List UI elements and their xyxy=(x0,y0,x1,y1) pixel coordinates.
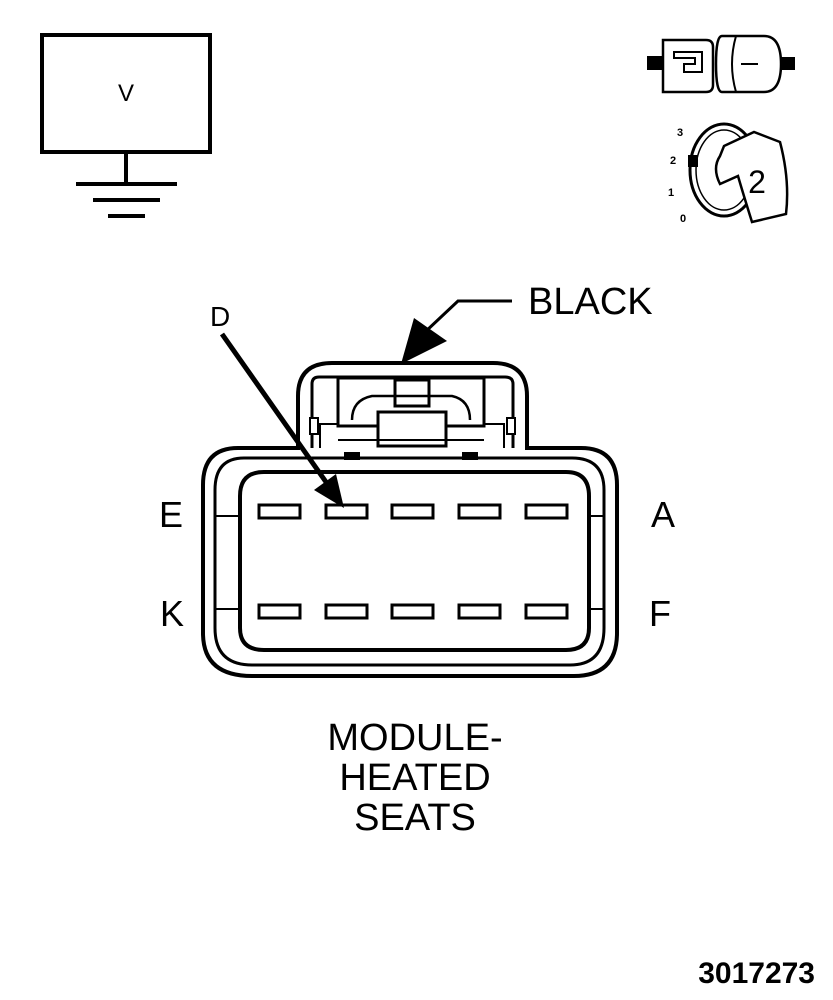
connector-latch xyxy=(309,375,516,460)
pin-cavities-top-row xyxy=(257,503,569,520)
pin-label-a: A xyxy=(651,494,675,535)
pin-cavity xyxy=(457,503,502,520)
component-name: MODULE- HEATED SEATS xyxy=(327,717,502,839)
pin-label-k: K xyxy=(160,593,184,634)
ignition-key-label: 2 xyxy=(748,164,766,200)
pin-cavities-bottom-row xyxy=(257,603,569,620)
ignition-position-0: 0 xyxy=(680,213,686,225)
pin-cavity xyxy=(257,603,302,620)
connector-color-label: BLACK xyxy=(528,281,653,323)
ground-icon xyxy=(76,182,177,218)
pin-cavity xyxy=(324,503,369,520)
ignition-position-1: 1 xyxy=(668,187,674,199)
voltmeter-icon: V xyxy=(40,33,212,218)
pin-d-callout-arrow xyxy=(219,332,344,508)
pin-label-f: F xyxy=(649,593,671,634)
pin-cavity xyxy=(524,603,569,620)
figure-number: 3017273 xyxy=(698,957,815,990)
component-name-line-1: MODULE- xyxy=(327,717,502,759)
pin-label-e: E xyxy=(159,494,183,535)
voltmeter-label: V xyxy=(118,80,134,107)
pin-cavity xyxy=(257,503,302,520)
pin-cavity xyxy=(524,503,569,520)
pin-cavity xyxy=(324,603,369,620)
color-callout-arrow xyxy=(401,299,512,364)
pin-cavity xyxy=(390,503,435,520)
pin-cavity xyxy=(457,603,502,620)
component-name-line-3: SEATS xyxy=(354,797,476,839)
ignition-key-icon: 3 2 1 0 2 xyxy=(668,122,789,225)
pin-d-label: D xyxy=(210,301,230,332)
connector-disconnect-icon xyxy=(647,34,795,94)
ignition-position-3: 3 xyxy=(677,127,683,139)
ignition-position-2: 2 xyxy=(670,155,676,167)
pin-cavity xyxy=(390,603,435,620)
component-name-line-2: HEATED xyxy=(339,757,490,799)
